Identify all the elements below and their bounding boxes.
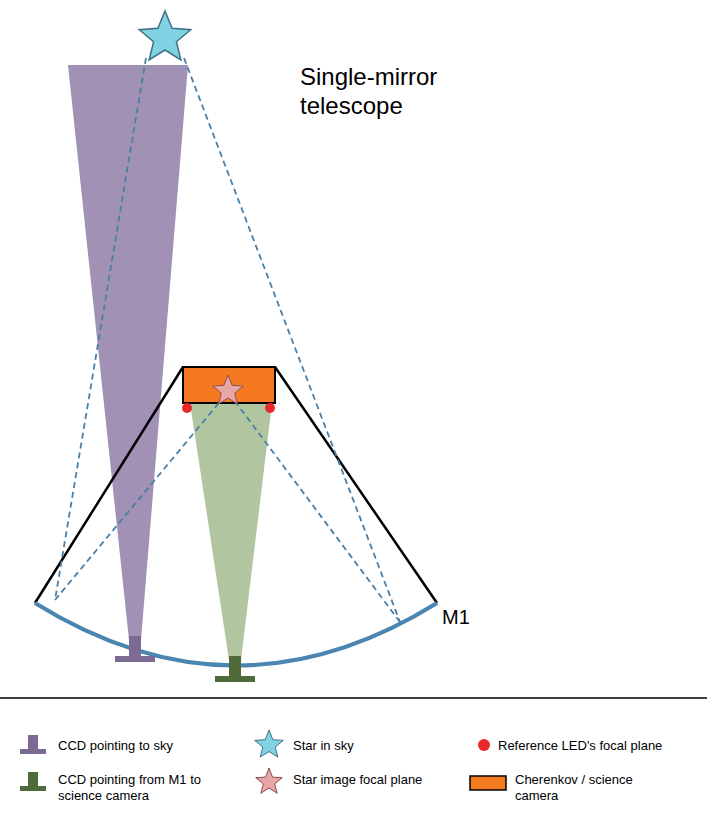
legend-star-image-symbol: [256, 768, 283, 793]
legend-text: CCD pointing from M1 to science camera: [58, 772, 223, 804]
legend-text: Star in sky: [293, 738, 443, 754]
camera-ccd-field: [190, 403, 272, 660]
science-camera: [183, 367, 275, 403]
camera-ccd: [215, 656, 255, 682]
sky-star: [139, 11, 190, 60]
legend-text: CCD pointing to sky: [58, 738, 228, 754]
sky-ccd-field: [68, 65, 188, 640]
legend-text: Reference LED's focal plane: [498, 738, 698, 754]
focal-star-image: [213, 375, 243, 404]
legend-swatch: [470, 776, 506, 790]
diagram-title: Single-mirror telescope: [300, 62, 490, 120]
legend-led-symbol: [478, 739, 490, 751]
sky-ccd: [115, 636, 155, 662]
mirror-label: M1: [442, 606, 470, 629]
light-rays: [55, 58, 400, 622]
support-arm: [35, 367, 183, 603]
reference-led: [265, 403, 275, 413]
legend-text: Cherenkov / science camera: [515, 772, 665, 804]
reference-led: [182, 403, 192, 413]
legend-star-symbol: [255, 730, 284, 757]
support-arm: [275, 367, 437, 603]
legend-ccd-symbol: [20, 772, 46, 791]
legend-ccd-symbol: [20, 735, 46, 754]
separator-line: [0, 697, 707, 699]
legend-text: Star image focal plane: [293, 772, 433, 788]
